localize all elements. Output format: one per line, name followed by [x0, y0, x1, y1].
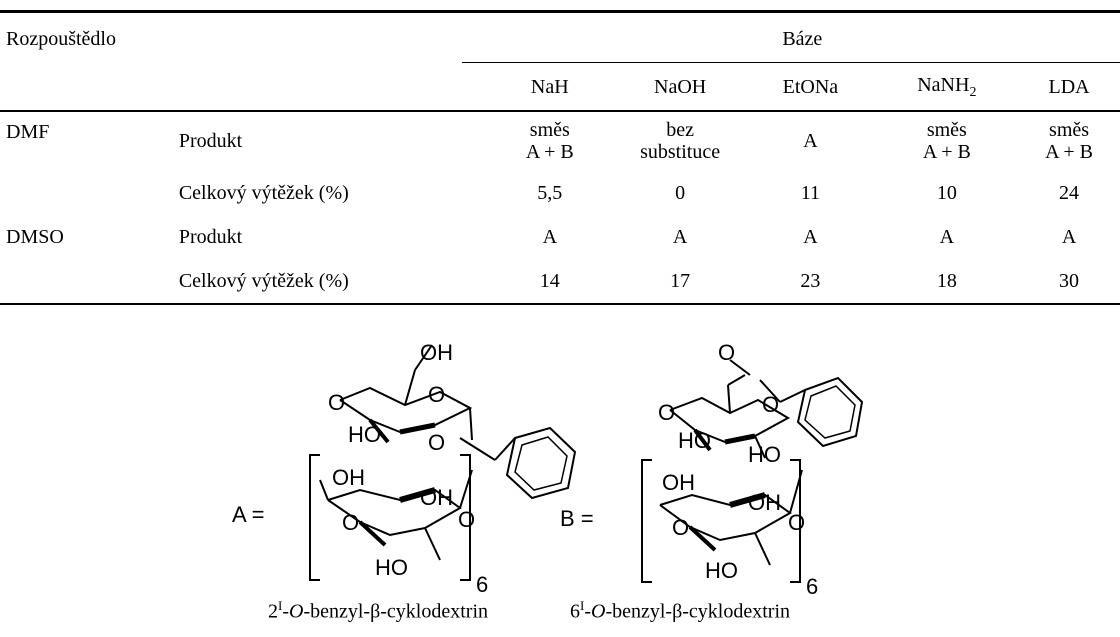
row-solvent [0, 259, 159, 303]
atom-oh: OH [662, 470, 695, 495]
atom-ho: HO [348, 422, 381, 447]
table-cell: A [939, 225, 955, 248]
table-header-row-1: Rozpouštědlo Báze [0, 15, 1120, 63]
atom-o: O [658, 400, 675, 425]
atom-oh: OH [748, 490, 781, 515]
table-cell: 17 [670, 269, 691, 292]
table-row: Celkový výtěžek (%) 5,5 0 11 10 24 [0, 171, 1120, 215]
table-cell: 24 [1059, 181, 1080, 204]
structure-a-caption: 2I-O-benzyl-β-cyklodextrin [268, 598, 489, 623]
row-property: Celkový výtěžek (%) [178, 269, 349, 292]
table-bottom-rule [0, 303, 1120, 305]
table-cell: A [672, 225, 688, 248]
table-cell: 11 [800, 181, 821, 204]
table-cell: 23 [800, 269, 821, 292]
table-cell: A [803, 225, 818, 248]
header-base-naoh: NaOH [654, 75, 707, 98]
atom-o: O [428, 382, 445, 407]
structure-a: OH O HO O O OH OH O O HO A = 6 [232, 340, 577, 597]
structure-b-label-box: B = [560, 506, 594, 531]
header-base-group: Báze [782, 27, 823, 50]
table-cell: 14 [539, 269, 560, 292]
structure-b: O O HO O HO OH OH O O HO B = 6 [641, 340, 864, 599]
atom-o: O [788, 510, 805, 535]
header-mid-rule [462, 62, 1120, 63]
atom-oh: OH [332, 465, 365, 490]
results-table: Rozpouštědlo Báze NaH NaOH EtONa NaNH2 L… [0, 15, 1120, 303]
row-solvent: DMF [6, 121, 50, 143]
table-cell: 5,5 [537, 181, 563, 204]
atom-ho: HO [705, 558, 738, 583]
repeat-count: 6 [806, 574, 818, 599]
structure-b-caption: 6I-O-benzyl-β-cyklodextrin [570, 598, 791, 623]
repeat-count: 6 [476, 572, 488, 597]
atom-o: O [718, 340, 735, 365]
header-base-lda: LDA [1048, 75, 1090, 98]
top-rule [0, 10, 1120, 13]
atom-oh: OH [420, 485, 453, 510]
header-bottom-rule [0, 110, 1120, 112]
table-cell: A [803, 129, 818, 152]
row-property: Produkt [178, 129, 243, 152]
header-base-etona: EtONa [782, 75, 839, 98]
atom-o: O [458, 507, 475, 532]
atom-ho: HO [678, 428, 711, 453]
atom-o: O [328, 390, 345, 415]
atom-o: O [428, 430, 445, 455]
header-solvent: Rozpouštědlo [6, 27, 116, 50]
table-row: Celkový výtěžek (%) 14 17 23 18 30 [0, 259, 1120, 303]
row-solvent: DMSO [6, 225, 64, 248]
table-header-row-2: NaH NaOH EtONa NaNH2 LDA [0, 63, 1120, 111]
atom-o: O [762, 392, 779, 417]
atom-ho: HO [748, 442, 781, 467]
table-row: DMSO Produkt A A A A A [0, 215, 1120, 259]
table-cell: A [1061, 225, 1077, 248]
table-cell: 10 [936, 181, 957, 204]
header-base-nah: NaH [530, 75, 569, 98]
header-base-nanh2: NaNH2 [917, 73, 977, 100]
row-property: Produkt [178, 225, 243, 248]
table-cell: 30 [1059, 269, 1080, 292]
table-cell: A [542, 225, 558, 248]
table-cell: 18 [936, 269, 957, 292]
table-cell: 0 [675, 181, 686, 204]
atom-o: O [672, 515, 689, 540]
atom-oh: OH [420, 340, 453, 365]
atom-ho: HO [375, 555, 408, 580]
row-property: Celkový výtěžek (%) [178, 181, 349, 204]
row-solvent [0, 171, 159, 215]
atom-o: O [342, 510, 359, 535]
structure-a-label: A = [232, 502, 264, 527]
